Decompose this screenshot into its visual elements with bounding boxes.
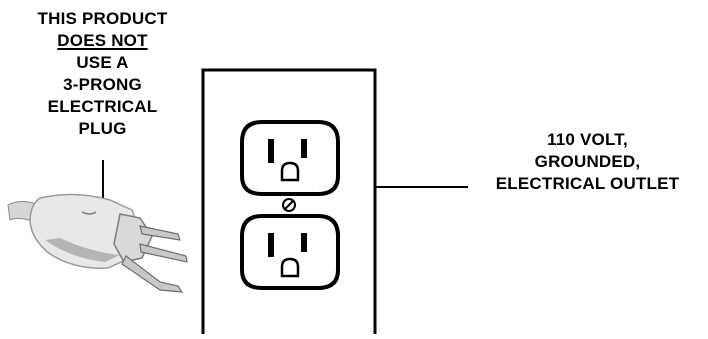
outlet-note-line: ELECTRICAL OUTLET [495, 174, 680, 193]
hot-slot [301, 139, 307, 158]
ground-hole [280, 161, 300, 182]
plug-note-line: 3-PRONG [63, 75, 142, 94]
plug-note-line: ELECTRICAL [47, 97, 158, 116]
upper-receptacle [240, 120, 340, 196]
plug-note-line: THIS PRODUCT [37, 9, 168, 28]
plug-note-line: PLUG [78, 119, 127, 138]
outlet-callout: 110 VOLT, GROUNDED, ELECTRICAL OUTLET [470, 129, 705, 195]
ground-prong [121, 255, 184, 293]
three-prong-plug [7, 193, 188, 293]
plug-body [29, 193, 141, 269]
receptacle-face [240, 214, 340, 290]
plug-callout: THIS PRODUCT DOES NOT USE A 3-PRONG ELEC… [0, 8, 205, 140]
prong-top [139, 225, 181, 241]
plug-highlight [81, 211, 97, 215]
outlet-note-line: 110 VOLT, [547, 130, 628, 149]
ground-hole [280, 257, 300, 278]
hot-slot [301, 233, 307, 252]
cover-screw [282, 198, 296, 212]
plug-note-line: USE A [76, 53, 129, 72]
prong-bottom [139, 243, 188, 263]
plug-shade [45, 238, 120, 262]
outlet-note-line: GROUNDED, [534, 152, 641, 171]
receptacle-face [240, 120, 340, 196]
plug-face [113, 213, 153, 263]
neutral-slot [268, 139, 274, 163]
lower-receptacle [240, 214, 340, 290]
neutral-slot [268, 233, 274, 257]
plug-note-emphasis: DOES NOT [57, 31, 148, 50]
